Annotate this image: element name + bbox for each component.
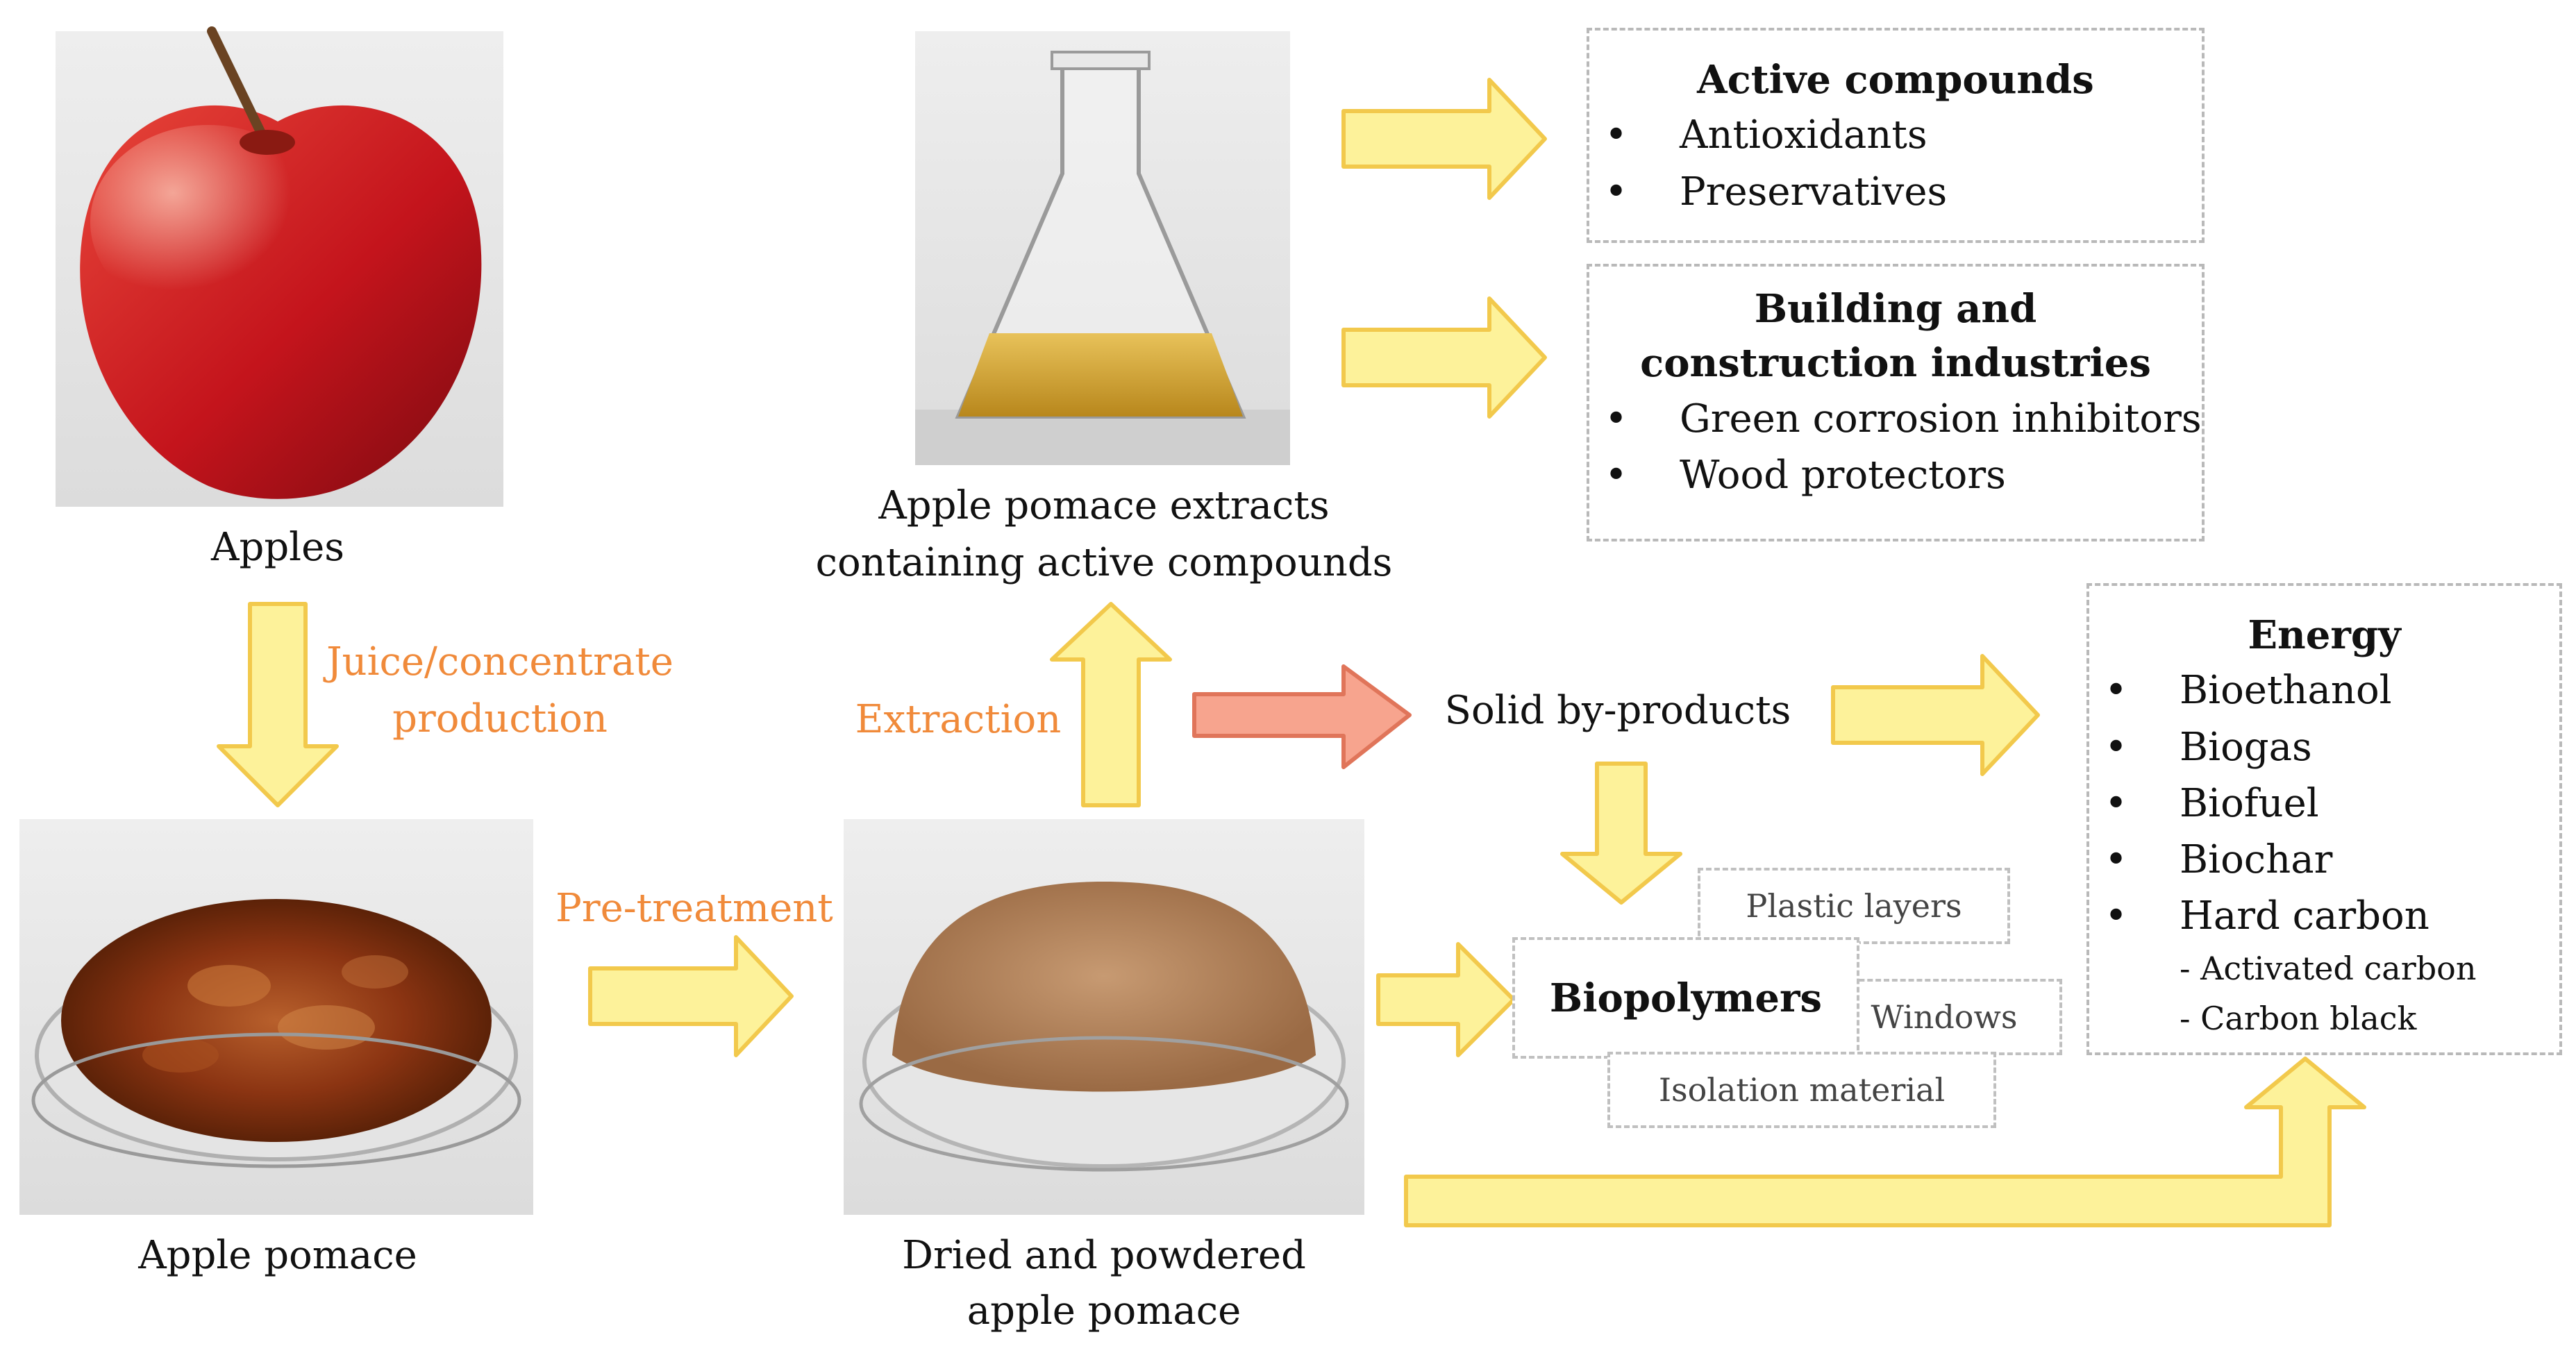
- active-compounds-item: Antioxidants: [1589, 107, 2202, 163]
- plastic-layers-tag: Plastic layers: [1698, 868, 2010, 944]
- arrow-pomace-to-dried: [588, 935, 794, 1057]
- extract-flask-photo: [915, 31, 1290, 465]
- arrow-dried-to-biopolymers: [1376, 942, 1516, 1057]
- energy-item: Hard carbon: [2089, 888, 2559, 944]
- active-compounds-item: Preservatives: [1589, 164, 2202, 220]
- extracts-label-line1: Apple pomace extracts: [878, 483, 1330, 528]
- dried-pomace-label-line2: apple pomace: [967, 1288, 1241, 1334]
- energy-item: Biogas: [2089, 719, 2559, 775]
- dried-pomace-photo: [844, 819, 1364, 1215]
- isolation-material-tag: Isolation material: [1607, 1052, 1996, 1128]
- apples-label: Apples: [211, 525, 344, 570]
- windows-tag: Windows: [1826, 979, 2062, 1055]
- extraction-label: Extraction: [855, 697, 1062, 742]
- solid-byproducts-label: Solid by-products: [1444, 688, 1791, 733]
- dried-pomace-label-line1: Dried and powdered: [902, 1233, 1306, 1278]
- arrow-dried-to-energy: [1404, 1057, 2366, 1227]
- active-compounds-list: Antioxidants Preservatives: [1589, 107, 2202, 220]
- apple-pomace-label: Apple pomace: [138, 1233, 417, 1278]
- energy-item: Biofuel: [2089, 775, 2559, 832]
- energy-item: Biochar: [2089, 832, 2559, 888]
- building-title-line2: construction industries: [1640, 340, 2151, 387]
- arrow-solid-to-biopolymers: [1560, 762, 1682, 905]
- building-construction-box: Building and construction industries Gre…: [1587, 264, 2205, 541]
- energy-box: Energy Bioethanol Biogas Biofuel Biochar…: [2086, 583, 2562, 1055]
- energy-subitem: - Carbon black: [2180, 999, 2417, 1037]
- energy-title: Energy: [2248, 612, 2401, 658]
- arrow-to-building: [1341, 296, 1547, 419]
- biopolymers-title: Biopolymers: [1512, 937, 1859, 1059]
- arrow-dried-to-extracts: [1050, 602, 1172, 807]
- active-compounds-title: Active compounds: [1697, 57, 2094, 103]
- building-item: Green corrosion inhibitors: [1589, 391, 2202, 447]
- energy-subitem: - Activated carbon: [2180, 950, 2477, 988]
- energy-item: Bioethanol: [2089, 662, 2559, 718]
- extracts-label-line2: containing active compounds: [815, 540, 1393, 585]
- building-item: Wood protectors: [1589, 447, 2202, 503]
- building-title-line1: Building and: [1754, 286, 2037, 332]
- arrow-to-active-compounds: [1341, 78, 1547, 200]
- arrow-apples-to-pomace: [217, 602, 339, 807]
- pretreatment-label: Pre-treatment: [555, 886, 833, 931]
- juice-production-label-line2: production: [392, 696, 608, 741]
- apple-pomace-photo: [19, 819, 533, 1215]
- arrow-dried-to-solid-byproducts: [1192, 664, 1412, 769]
- apple-photo: [56, 26, 503, 507]
- building-list: Green corrosion inhibitors Wood protecto…: [1589, 391, 2202, 504]
- active-compounds-box: Active compounds Antioxidants Preservati…: [1587, 28, 2205, 243]
- juice-production-label-line1: Juice/concentrate: [326, 639, 674, 684]
- arrow-solid-to-energy: [1831, 654, 2040, 776]
- energy-list: Bioethanol Biogas Biofuel Biochar Hard c…: [2089, 662, 2559, 944]
